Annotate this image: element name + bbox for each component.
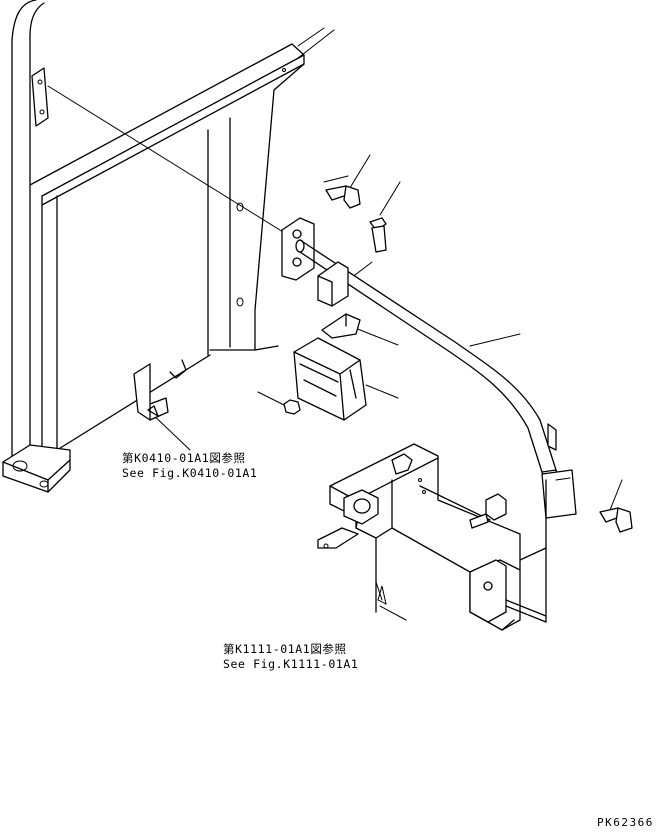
reference-note-1-jp: 第K0410-01A1図参照 <box>122 451 246 465</box>
lamp-block <box>293 337 367 421</box>
lower-frame <box>317 443 547 631</box>
handrail <box>295 239 577 519</box>
reference-arrows <box>147 405 159 417</box>
drawing-code: PK62366 <box>597 816 654 829</box>
rail-clamps <box>317 261 361 339</box>
cab-frame <box>2 0 335 493</box>
reference-note-2: 第K1111-01A1図参照 See Fig.K1111-01A1 <box>223 642 358 672</box>
reference-note-1: 第K0410-01A1図参照 See Fig.K0410-01A1 <box>122 451 257 481</box>
reference-note-2-jp: 第K1111-01A1図参照 <box>223 642 347 656</box>
reference-note-1-en: See Fig.K0410-01A1 <box>122 466 258 480</box>
wall-bracket <box>281 217 315 281</box>
step-bracket <box>133 363 169 421</box>
nut <box>283 399 301 415</box>
bolts <box>325 185 633 533</box>
reference-note-2-en: See Fig.K1111-01A1 <box>223 657 359 671</box>
